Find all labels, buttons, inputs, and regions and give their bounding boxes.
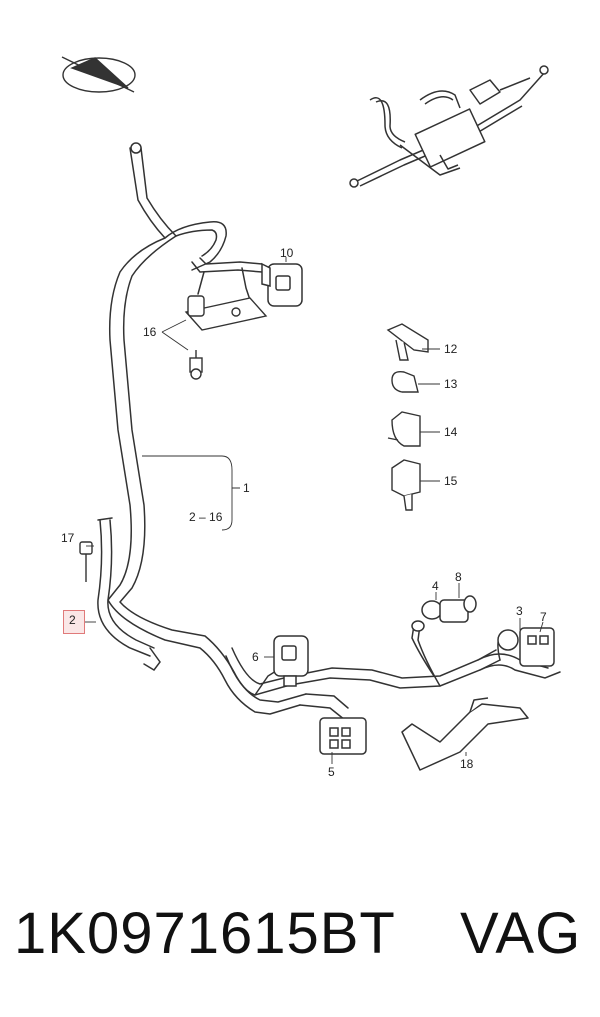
lower-harness-branches (225, 624, 561, 721)
connector-3-7 (497, 627, 555, 667)
callout-14: 14 (444, 425, 458, 439)
clip-15 (391, 459, 421, 511)
callout-7: 7 (540, 610, 547, 624)
callout-2: 2 (69, 613, 76, 627)
callout-4: 4 (432, 579, 439, 593)
callout-6: 6 (252, 650, 259, 664)
callout-15: 15 (444, 474, 458, 488)
callout-8: 8 (455, 570, 462, 584)
orientation-compass-icon (61, 56, 136, 93)
main-harness-trunk (107, 142, 307, 715)
harness-section-2 (97, 517, 161, 671)
callout-1: 1 (243, 481, 250, 495)
clip-14 (387, 411, 421, 447)
callout-3: 3 (516, 604, 523, 618)
connector-4-8 (411, 595, 477, 632)
ground-stud-16 (184, 295, 268, 380)
bracket-18 (401, 697, 529, 771)
callout-17: 17 (61, 531, 75, 545)
clip-12 (386, 323, 429, 361)
callout-5: 5 (328, 765, 335, 779)
highlighted-part-marker (63, 610, 85, 634)
callout-12: 12 (444, 342, 458, 356)
connector-5 (319, 717, 367, 755)
screw-17 (79, 541, 93, 582)
callout-18: 18 (460, 757, 474, 771)
leader-lines (84, 257, 544, 764)
steering-rack-assembly (349, 65, 549, 188)
callout-10: 10 (280, 246, 294, 260)
clip-13 (391, 370, 419, 393)
callout-13: 13 (444, 377, 458, 391)
connector-10 (261, 262, 303, 307)
callout-1-range: 2 – 16 (189, 510, 223, 524)
part-number: 1K0971615BT (14, 901, 396, 966)
connector-6 (273, 635, 309, 687)
callout-16: 16 (143, 325, 157, 339)
manufacturer-label: VAG (460, 901, 582, 966)
